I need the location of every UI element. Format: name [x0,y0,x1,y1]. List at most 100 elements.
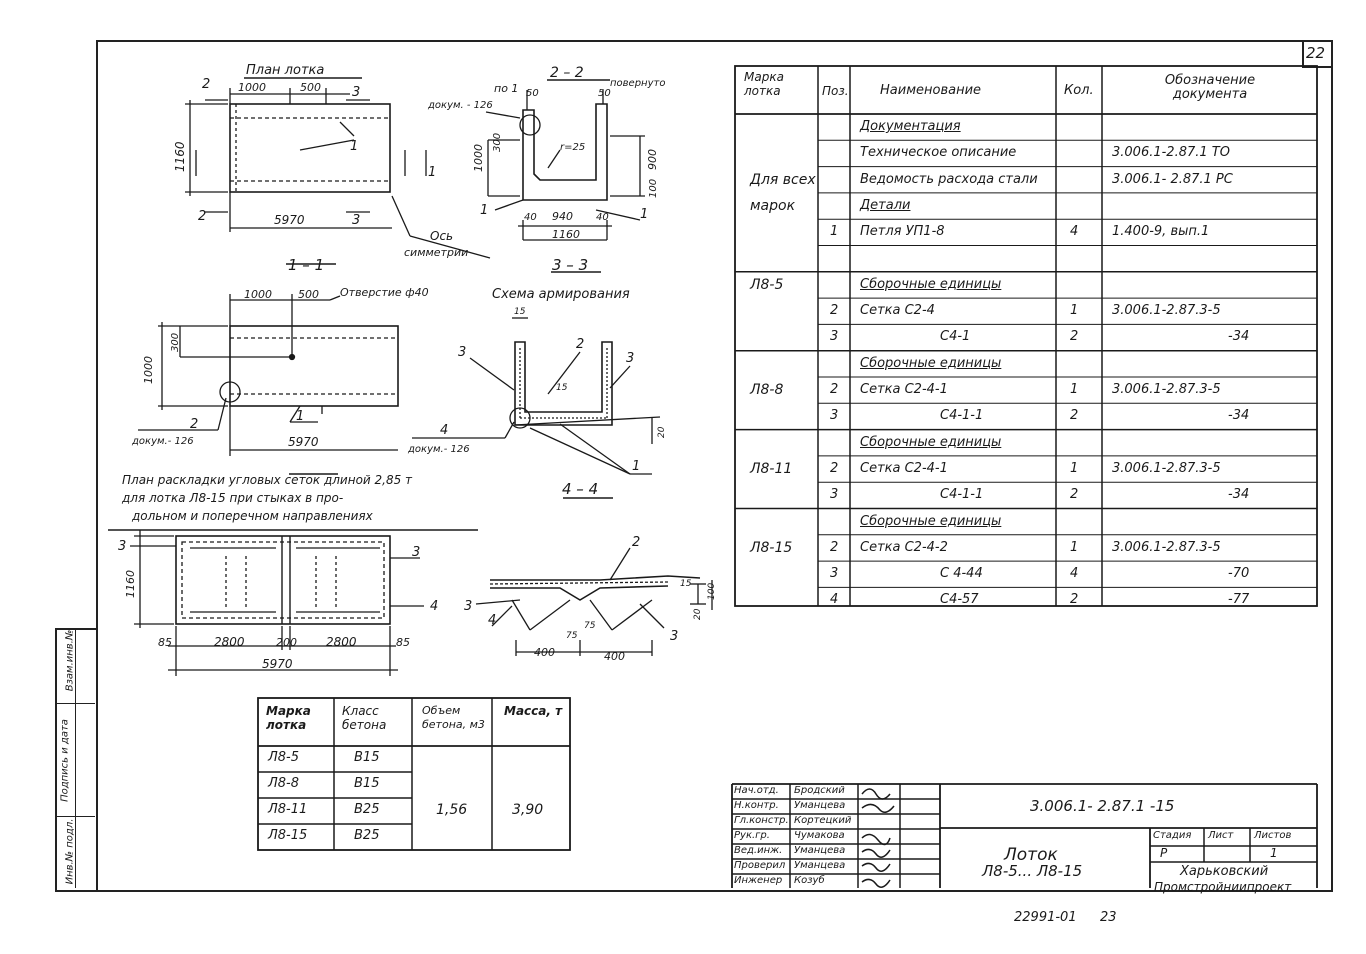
footer-code: 22991-01 [1014,910,1077,925]
spec-cell-name: С4-57 [940,592,979,608]
plan-mark-2-bottom: 2 [198,209,206,224]
sec44-title: 4 – 4 [562,480,598,498]
joint-dim-400b: 400 [604,650,625,663]
concrete-volume-value: 1,56 [436,802,468,818]
plan-tray-drawing [185,77,491,265]
spec-table-grid [734,65,1318,607]
spec-header-doc: Обозначение документа [1164,73,1256,102]
sec22-dim-1160: 1160 [552,228,580,241]
sec22-dim-1000: 1000 [472,144,485,172]
title-block-person-name: Бродский [794,785,845,796]
footer-page: 23 [1100,910,1117,925]
joint-dim-20: 20 [693,608,703,620]
sec22-dim-100: 100 [648,179,659,198]
sec22-dim-940: 940 [552,210,573,223]
spec-cell-marka: Л8-11 [750,460,793,477]
spec-cell-name: Сборочные единицы [860,434,1002,450]
title-block-sheet-header: Лист [1208,830,1234,841]
layout-dim-2800b: 2800 [326,635,357,649]
spec-table-rows [735,139,1317,588]
joint-detail-drawing [475,547,713,656]
title-block-person-name: Уманцева [794,860,846,871]
spec-cell-pos: 3 [830,487,839,503]
concrete-cell-class: В25 [354,802,380,817]
joint-mark-3a: 3 [464,599,472,614]
spec-cell-qty: 4 [1070,224,1079,240]
sec22-ref-po: по 1 [494,82,518,95]
concrete-cell-class: В15 [354,776,380,791]
sec22-dim-40a: 40 [524,212,537,223]
spec-cell-pos: 3 [830,566,839,582]
spec-cell-qty: 1 [1070,303,1079,319]
title-block-stage: Р [1160,846,1168,860]
concrete-table-grid [257,697,571,851]
layout-mark-4: 4 [430,599,438,614]
plan-dim-5970: 5970 [274,213,305,227]
spec-header-name: Наименование [880,83,982,98]
sec33-ref-doc: докум.- 126 [407,444,470,455]
sec33-mark-2: 2 [576,337,584,352]
spec-cell-name: Сетка С2-4-2 [860,539,948,555]
spec-cell-marka: марок [750,197,796,214]
plan-dim-500: 500 [300,81,321,94]
spec-cell-doc: 3.006.1-2.87.3-5 [1112,382,1221,397]
spec-cell-pos: 3 [830,408,839,424]
spec-cell-doc: -34 [1228,487,1250,503]
sheet-frame [96,40,1333,892]
layout-dim-5970: 5970 [262,657,293,671]
concrete-cell-marka: Л8-8 [268,776,300,791]
spec-cell-name: Сетка С2-4-1 [860,382,948,397]
sec11-mark-2: 2 [190,417,198,432]
sec22-dim-50a: 50 [526,88,539,99]
spec-cell-name: Документация [860,119,961,134]
title-block-sheets-header: Листов [1254,830,1292,841]
sec22-title: 2 – 2 [550,65,584,81]
spec-cell-doc: 1.400-9, вып.1 [1112,224,1210,240]
concrete-header-mass: Масса, т [504,704,563,718]
spec-cell-doc: 3.006.1-2.87.3-5 [1112,303,1221,319]
plan-axis-label2: симметрии [404,246,468,259]
spec-cell-pos: 2 [830,460,839,476]
sec22-mark-1a: 1 [480,203,488,218]
concrete-header-marka: Марка лотка [266,704,311,732]
layout-note-line2: для лотка Л8-15 при стыках в про- [121,491,343,505]
sec33-dim-15b: 15 [556,383,568,393]
spec-cell-doc: 3.006.1- 2.87.1 РС [1112,171,1233,187]
spec-cell-qty: 2 [1070,329,1079,345]
spec-cell-qty: 2 [1070,592,1079,608]
sec33-mark-3a: 3 [458,345,466,360]
spec-cell-name: С4-1-1 [940,408,984,424]
joint-mark-4: 4 [488,613,496,628]
plan-mark-1: 1 [350,139,358,154]
sec11-ref-doc: докум.- 126 [131,436,194,447]
spec-cell-qty: 1 [1070,460,1079,476]
spec-cell-qty: 2 [1070,487,1079,503]
title-block-sheets: 1 [1270,846,1278,860]
joint-dim-15: 15 [680,579,692,589]
sec33-title: 3 – 3 [552,256,588,274]
plan-mark-2-top: 2 [202,77,210,92]
joint-mark-2: 2 [632,535,640,550]
concrete-cell-class: В15 [354,750,380,765]
layout-mark-3a: 3 [118,539,126,554]
concrete-cell-marka: Л8-15 [268,828,308,843]
layout-dim-85a: 85 [158,636,172,649]
spec-cell-pos: 2 [830,303,839,319]
sec33-mark-3b: 3 [626,351,634,366]
sec22-dim-50b: 50 [598,88,611,99]
title-block-person-role: Гл.констр. [734,815,789,826]
layout-note-line1: План раскладки угловых сеток длиной 2,85… [122,473,413,487]
joint-dim-100: 100 [707,583,717,600]
sec33-mark-1: 1 [632,459,640,474]
title-block-person-role: Инженер [734,875,783,886]
sec11-title: 1 – 1 [288,256,324,274]
plan-dim-1000: 1000 [238,81,266,94]
section-3-3-drawing [412,317,661,499]
spec-cell-qty: 1 [1070,382,1079,397]
sec11-mark-1: 1 [296,409,304,424]
concrete-cell-marka: Л8-11 [268,802,308,817]
concrete-cell-class: В25 [354,828,380,843]
joint-mark-3b: 3 [670,629,678,644]
spec-cell-pos: 2 [830,539,839,555]
